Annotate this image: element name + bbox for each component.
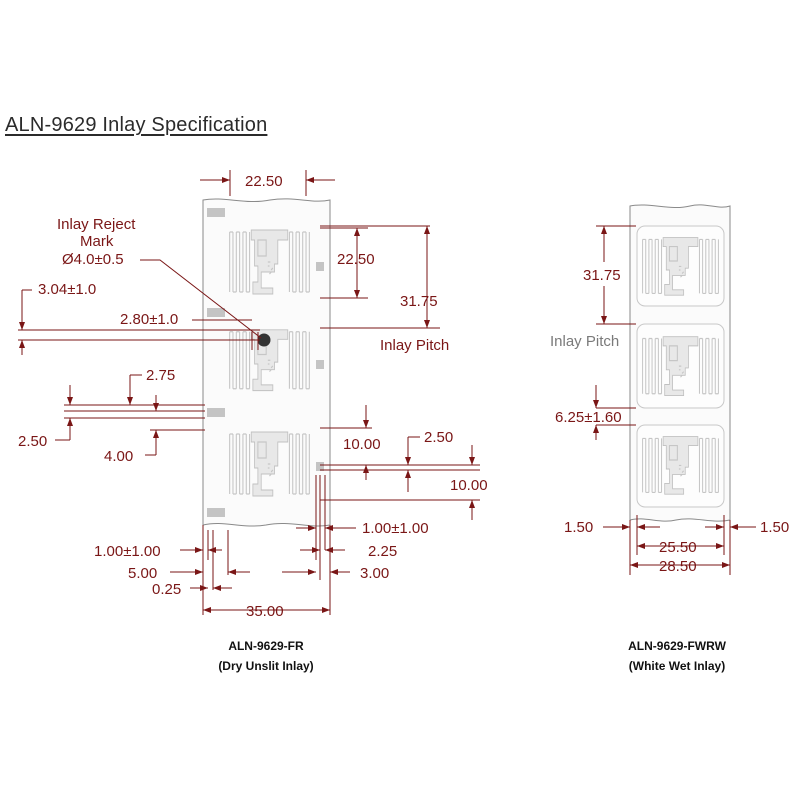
- dim-overall-width: 35.00: [246, 603, 284, 620]
- dim-pitch: 31.75: [400, 293, 438, 310]
- registration-tab: [207, 508, 225, 517]
- dim-mark-offset-v: 3.04±1.0: [38, 281, 96, 298]
- dim-edge-right: 1.50: [760, 519, 789, 536]
- reject-mark-diameter: Ø4.0±0.5: [62, 251, 124, 268]
- pitch-label: Inlay Pitch: [550, 333, 619, 350]
- registration-tab: [207, 208, 225, 217]
- registration-tab: [207, 308, 225, 317]
- reject-mark-dot: [257, 333, 271, 347]
- reject-mark-label: Mark: [80, 233, 114, 250]
- dim-height-10b: 10.00: [450, 477, 488, 494]
- reject-mark-label: Inlay Reject: [57, 216, 136, 233]
- registration-tab: [316, 360, 324, 369]
- dim-4-00: 4.00: [104, 448, 133, 465]
- pitch-label: Inlay Pitch: [380, 337, 449, 354]
- caption-title: ALN-9629-FR: [228, 639, 304, 653]
- left-dimension-labels: 22.50 Inlay Reject Mark Ø4.0±0.5 22.50 3…: [18, 173, 488, 673]
- dim-mark-offset-h: 2.80±1.0: [120, 311, 178, 328]
- caption-subtitle: (White Wet Inlay): [629, 659, 725, 673]
- registration-tab: [316, 262, 324, 271]
- dim-top-width: 22.50: [245, 173, 283, 190]
- dim-inner-width: 25.50: [659, 539, 697, 556]
- caption-subtitle: (Dry Unslit Inlay): [218, 659, 313, 673]
- dim-pitch: 31.75: [583, 267, 621, 284]
- right-dimension-lines: [593, 225, 756, 575]
- dim-gap: 6.25±1.60: [555, 409, 622, 426]
- dim-3-00: 3.00: [360, 565, 389, 582]
- right-inlay-web: [629, 204, 731, 522]
- right-dimension-labels: 31.75 Inlay Pitch 6.25±1.60 1.50 1.50 25…: [550, 267, 789, 673]
- dim-inner-height: 22.50: [337, 251, 375, 268]
- dim-2-25: 2.25: [368, 543, 397, 560]
- dim-height-10a: 10.00: [343, 436, 381, 453]
- dim-edge-left: 1.50: [564, 519, 593, 536]
- page-title: ALN-9629 Inlay Specification: [5, 114, 268, 136]
- dim-tol-left: 1.00±1.00: [94, 543, 161, 560]
- dim-right-2-50: 2.50: [424, 429, 453, 446]
- dim-overall-width: 28.50: [659, 558, 697, 575]
- left-inlay-web: [202, 198, 331, 527]
- left-dimension-lines: [18, 170, 480, 615]
- caption-title: ALN-9629-FWRW: [628, 639, 726, 653]
- dim-tol-right: 1.00±1.00: [362, 520, 429, 537]
- registration-tab: [207, 408, 225, 417]
- dim-2-75: 2.75: [146, 367, 175, 384]
- registration-tab: [316, 462, 324, 471]
- dim-5-00: 5.00: [128, 565, 157, 582]
- dim-2-50: 2.50: [18, 433, 47, 450]
- dim-0-25: 0.25: [152, 581, 181, 598]
